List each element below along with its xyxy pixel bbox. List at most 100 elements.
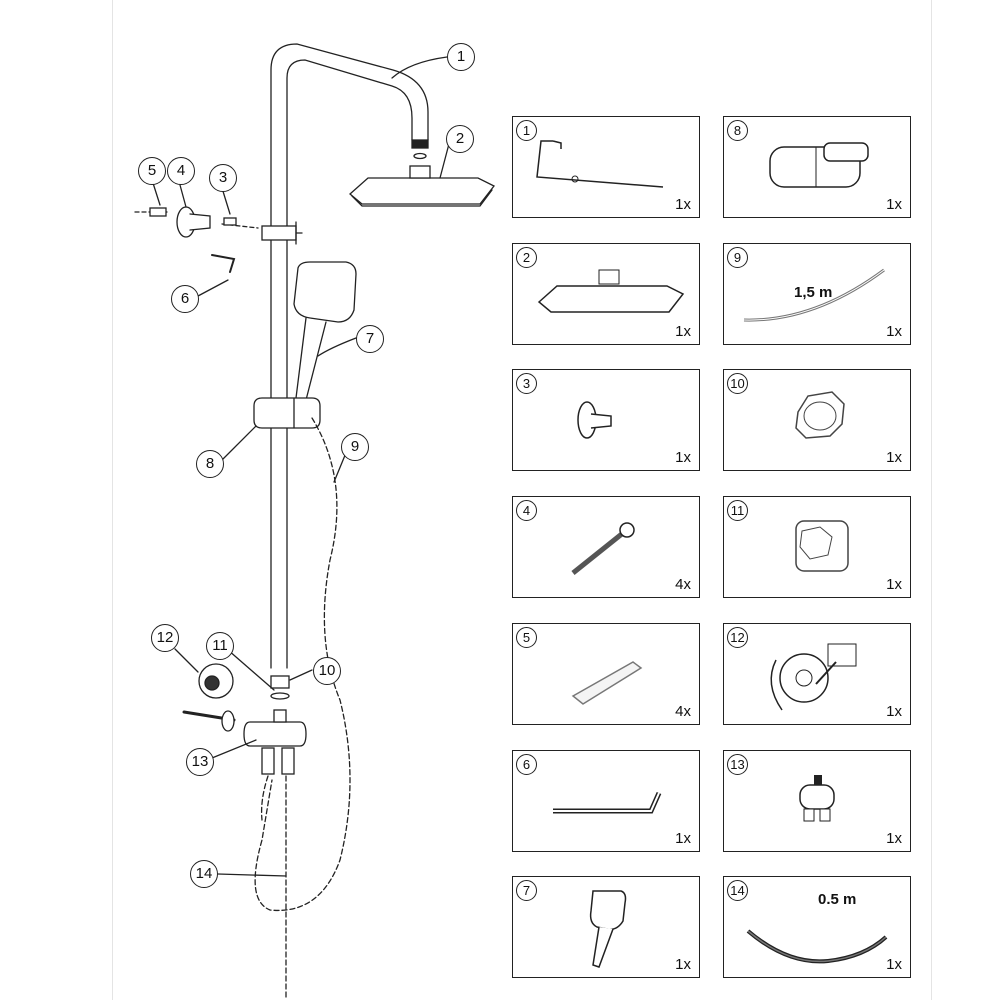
diverter-outlet-a: [261, 747, 275, 775]
hose-14-b: [260, 775, 269, 821]
callout-1: 1: [447, 43, 475, 71]
part-quantity: 1x: [675, 449, 691, 467]
rain-head-face: [351, 189, 493, 207]
part-number: 14: [727, 880, 748, 902]
screw-icon: [571, 522, 635, 576]
hand-shower-head: [293, 261, 357, 323]
callout-4: 4: [167, 157, 195, 185]
long-hose-icon: [743, 268, 885, 322]
part-quantity: 1x: [886, 956, 902, 974]
hose-9: [254, 417, 351, 912]
hose-length-label: 1,5 m: [794, 283, 833, 301]
part-number: 2: [516, 246, 537, 268]
part-quantity: 1x: [886, 449, 902, 467]
hose-length-label: 0.5 m: [818, 891, 857, 909]
frame-right-line: [931, 0, 932, 1000]
part-quantity: 1x: [886, 196, 902, 213]
part-quantity: 4x: [675, 576, 691, 594]
part-number: 6: [516, 753, 537, 775]
wall-bracket-icon: [577, 401, 612, 440]
leader-5: [152, 182, 161, 206]
part-quantity: 1x: [675, 322, 691, 340]
part-number: 9: [727, 246, 748, 268]
adapter-fitting-icon: [795, 520, 849, 572]
callout-9: 9: [341, 433, 369, 461]
frame-left-line: [112, 0, 113, 1000]
slider-bracket: [253, 397, 321, 429]
callout-7: 7: [356, 325, 384, 353]
part-box-3: 3 1x: [512, 369, 700, 472]
part-number: 10: [727, 373, 748, 395]
part-number: 8: [727, 120, 748, 141]
part-quantity: 1x: [886, 322, 902, 340]
part-quantity: 4x: [675, 702, 691, 720]
part-box-1: 1 1x: [512, 116, 700, 218]
adapter-11: [270, 692, 290, 700]
callout-2: 2: [446, 125, 474, 153]
wall-adapter-4: [189, 213, 211, 231]
slider-bracket-icon: [769, 142, 869, 188]
callout-5: 5: [138, 157, 166, 185]
leader-14: [217, 873, 287, 877]
nut-10: [270, 675, 290, 689]
part-box-6: 6 1x: [512, 749, 700, 852]
part-number: 5: [516, 626, 537, 648]
wall-plug-5: [149, 207, 167, 217]
leader-4: [179, 184, 187, 208]
part-quantity: 1x: [886, 576, 902, 594]
part-quantity: 1x: [675, 829, 691, 847]
hand-shower-icon: [589, 890, 627, 969]
hex-key-6: [211, 254, 236, 273]
arm-nozzle: [411, 139, 429, 149]
wall-pin-3: [223, 217, 237, 226]
diverter-outlet-b: [281, 747, 295, 775]
part-quantity: 1x: [675, 196, 691, 213]
part-box-14: 14 1x 0.5 m: [723, 876, 911, 979]
hex-key-icon: [553, 791, 662, 813]
part-number: 12: [727, 626, 748, 648]
part-box-10: 10 1x: [723, 369, 911, 472]
diverter-knob-icon: [770, 643, 857, 711]
part-box-2: 2 1x: [512, 242, 700, 345]
callout-13: 13: [186, 748, 214, 776]
diverter-top: [273, 709, 287, 723]
leader-6: [197, 279, 229, 297]
wall-screw-3: [221, 223, 259, 229]
part-quantity: 1x: [886, 702, 902, 720]
callout-8: 8: [196, 450, 224, 478]
leader-7: [317, 337, 357, 357]
overhead-arm-inner: [286, 59, 413, 669]
part-number: 11: [727, 500, 748, 522]
leader-1: [391, 56, 448, 79]
wall-plug-icon: [571, 660, 643, 705]
rain-shower-head-icon: [537, 269, 685, 313]
arm-washer: [413, 152, 427, 160]
overhead-arm-icon: [536, 140, 664, 188]
leader-11: [227, 649, 275, 691]
part-quantity: 1x: [886, 829, 902, 847]
diverter-knob-12-core: [204, 675, 220, 691]
part-box-4: 4 4x: [512, 496, 700, 599]
callout-14: 14: [190, 860, 218, 888]
rod-connector: [261, 225, 297, 241]
rod-connector-knob: [295, 221, 303, 245]
leader-13: [211, 739, 257, 759]
nut-icon: [795, 391, 845, 440]
callout-11: 11: [206, 632, 234, 660]
part-box-9: 9 1x 1,5 m: [723, 242, 911, 345]
part-quantity: 1x: [675, 956, 691, 974]
leader-12: [174, 648, 199, 673]
diverter-valve-icon: [799, 774, 835, 821]
rain-head-body: [349, 177, 495, 205]
hand-shower-handle: [295, 317, 327, 401]
part-box-8: 8 1x: [723, 116, 911, 218]
part-box-11: 11 1x: [723, 496, 911, 599]
part-number: 4: [516, 500, 537, 522]
part-number: 1: [516, 120, 537, 141]
part-box-5: 5 4x: [512, 622, 700, 725]
diverter-flange: [221, 710, 235, 732]
part-number: 3: [516, 373, 537, 395]
leader-3: [221, 187, 231, 215]
